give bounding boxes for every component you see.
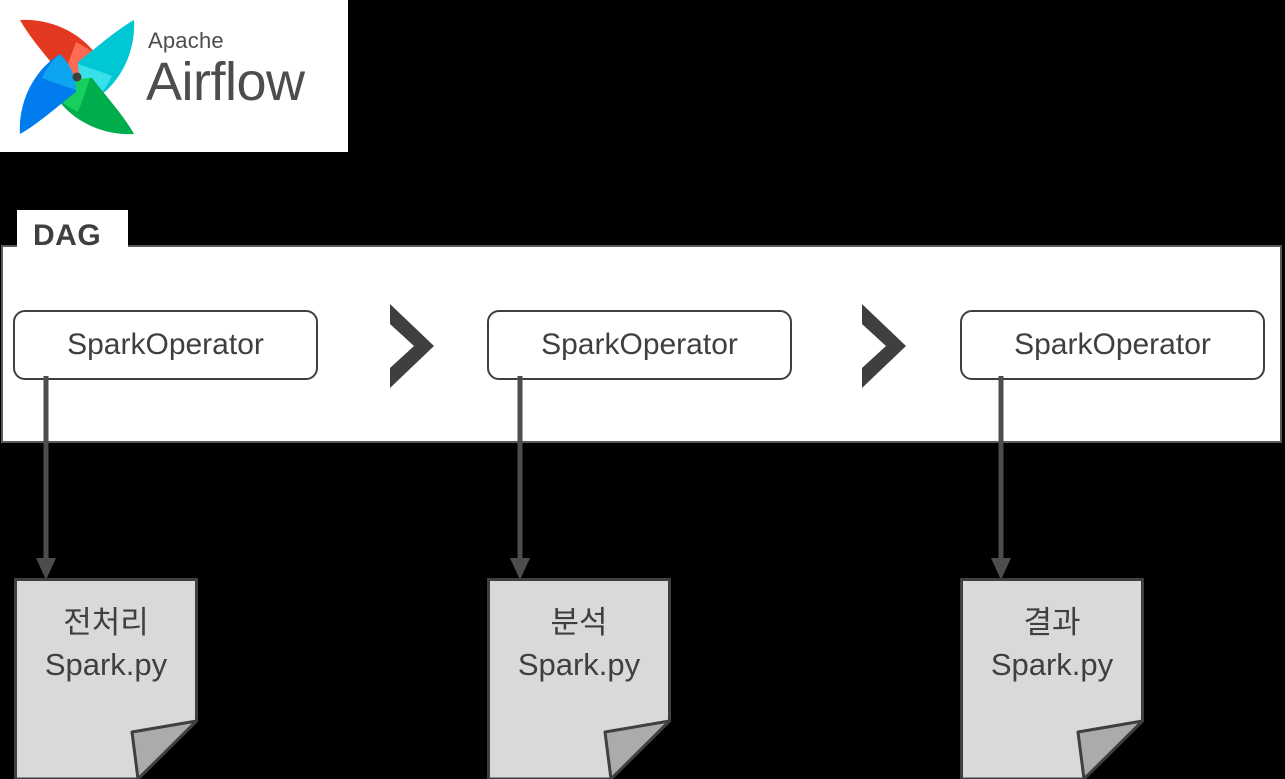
airflow-pinwheel-logo-icon bbox=[12, 12, 142, 142]
chevron-right-icon-2 bbox=[856, 300, 912, 392]
operator-node-2[interactable]: SparkOperator bbox=[487, 310, 792, 380]
operator-node-1[interactable]: SparkOperator bbox=[13, 310, 318, 380]
airflow-wordmark: Apache Airflow bbox=[146, 22, 346, 132]
arrow-operator-1-to-doc-1 bbox=[34, 376, 58, 584]
logo-airflow-text: Airflow bbox=[146, 52, 305, 112]
airflow-logo-panel: Apache Airflow bbox=[0, 0, 348, 152]
arrow-operator-2-to-doc-2 bbox=[508, 376, 532, 584]
document-node-3[interactable]: 결과 Spark.py bbox=[960, 578, 1144, 779]
dag-tab: DAG bbox=[17, 210, 128, 262]
arrow-operator-3-to-doc-3 bbox=[989, 376, 1013, 584]
chevron-right-icon-1 bbox=[384, 300, 440, 392]
operator-node-1-label: SparkOperator bbox=[67, 328, 264, 361]
operator-node-3-label: SparkOperator bbox=[1014, 328, 1211, 361]
document-node-1[interactable]: 전처리 Spark.py bbox=[14, 578, 198, 779]
operator-node-2-label: SparkOperator bbox=[541, 328, 738, 361]
dag-tab-label: DAG bbox=[33, 219, 102, 252]
logo-apache-text: Apache bbox=[148, 28, 224, 53]
operator-node-3[interactable]: SparkOperator bbox=[960, 310, 1265, 380]
document-node-2[interactable]: 분석 Spark.py bbox=[487, 578, 671, 779]
